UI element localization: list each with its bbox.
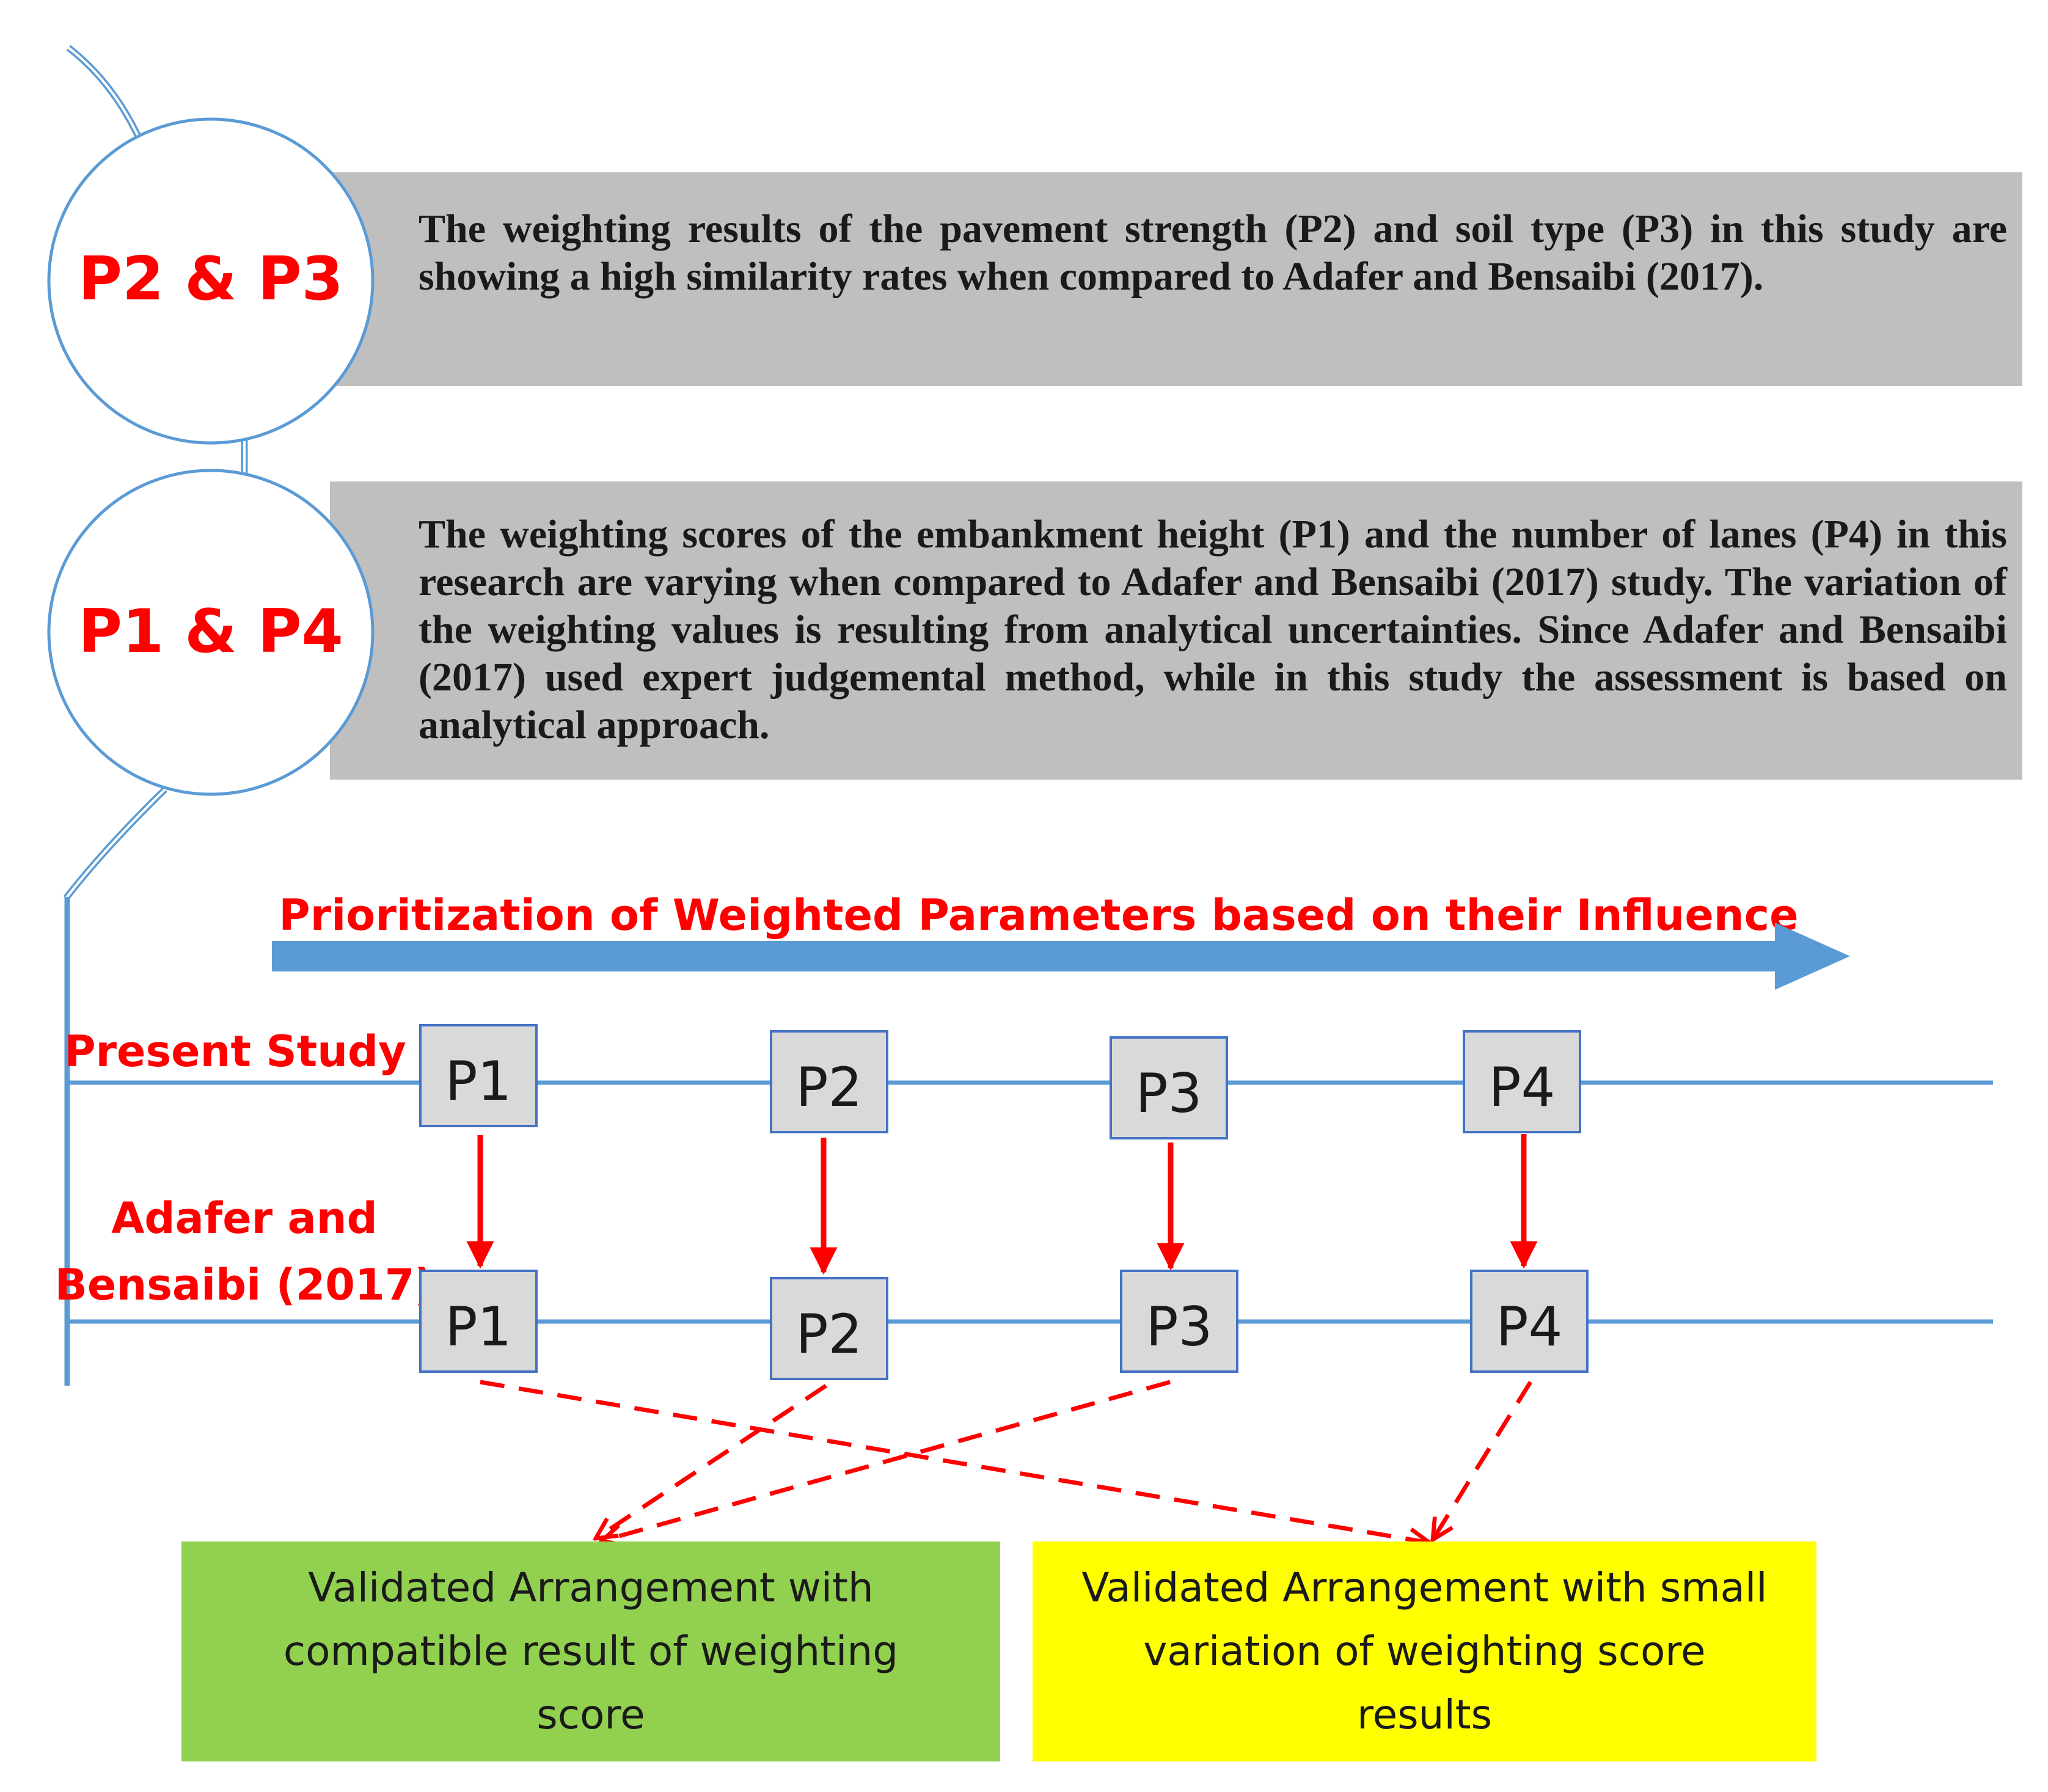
adafer-param-p2: P2	[795, 1303, 862, 1366]
prioritization-arrow	[272, 923, 1850, 990]
present-study-label: Present Study	[64, 1026, 406, 1077]
badge-p1-p4: P1 & P4	[78, 597, 343, 667]
badge-circle-1	[47, 117, 375, 445]
dashed-p3-to-compatible	[602, 1380, 1171, 1541]
adafer-box-p1	[419, 1270, 538, 1373]
present-box-p4	[1463, 1030, 1581, 1133]
dashed-p1-to-variation	[480, 1380, 1430, 1543]
finding-panel-2	[330, 481, 2022, 780]
prioritization-title: Prioritization of Weighted Parameters ba…	[279, 890, 1798, 940]
adafer-param-p3: P3	[1146, 1295, 1212, 1358]
timeline-curve-bottom-inner	[65, 788, 166, 899]
outcome-variation-bg	[1033, 1541, 1816, 1761]
present-param-p4: P4	[1488, 1056, 1555, 1119]
present-param-p3: P3	[1135, 1062, 1202, 1125]
dashed-p2-to-compatible	[596, 1384, 827, 1538]
present-box-p1	[419, 1024, 538, 1127]
present-param-p2: P2	[795, 1056, 862, 1119]
finding-panel-1	[330, 172, 2022, 386]
present-box-p2	[770, 1030, 888, 1133]
adafer-param-p1: P1	[445, 1295, 511, 1358]
finding-text-1: The weighting results of the pavement st…	[419, 207, 2007, 299]
dashed-p4-to-variation	[1433, 1381, 1532, 1540]
present-box-p3	[1110, 1036, 1228, 1139]
badge-circle-2	[47, 469, 375, 796]
outcome-compatible-bg	[181, 1541, 1000, 1761]
adafer-box-p2	[770, 1277, 888, 1380]
adafer-label-line2: Bensaibi (2017)	[55, 1260, 434, 1310]
adafer-label-line1: Adafer and	[111, 1193, 378, 1243]
badge-p2-p3: P2 & P3	[78, 244, 343, 314]
finding-text-2: The weighting scores of the embankment h…	[419, 512, 2007, 747]
adafer-param-p4: P4	[1496, 1295, 1562, 1358]
adafer-box-p4	[1470, 1270, 1589, 1373]
outcome-compatible-text: Validated Arrangement with compatible re…	[283, 1564, 899, 1738]
adafer-box-p3	[1120, 1270, 1238, 1373]
present-param-p1: P1	[445, 1050, 511, 1113]
outcome-variation-text: Validated Arrangement with small variati…	[1081, 1564, 1768, 1738]
